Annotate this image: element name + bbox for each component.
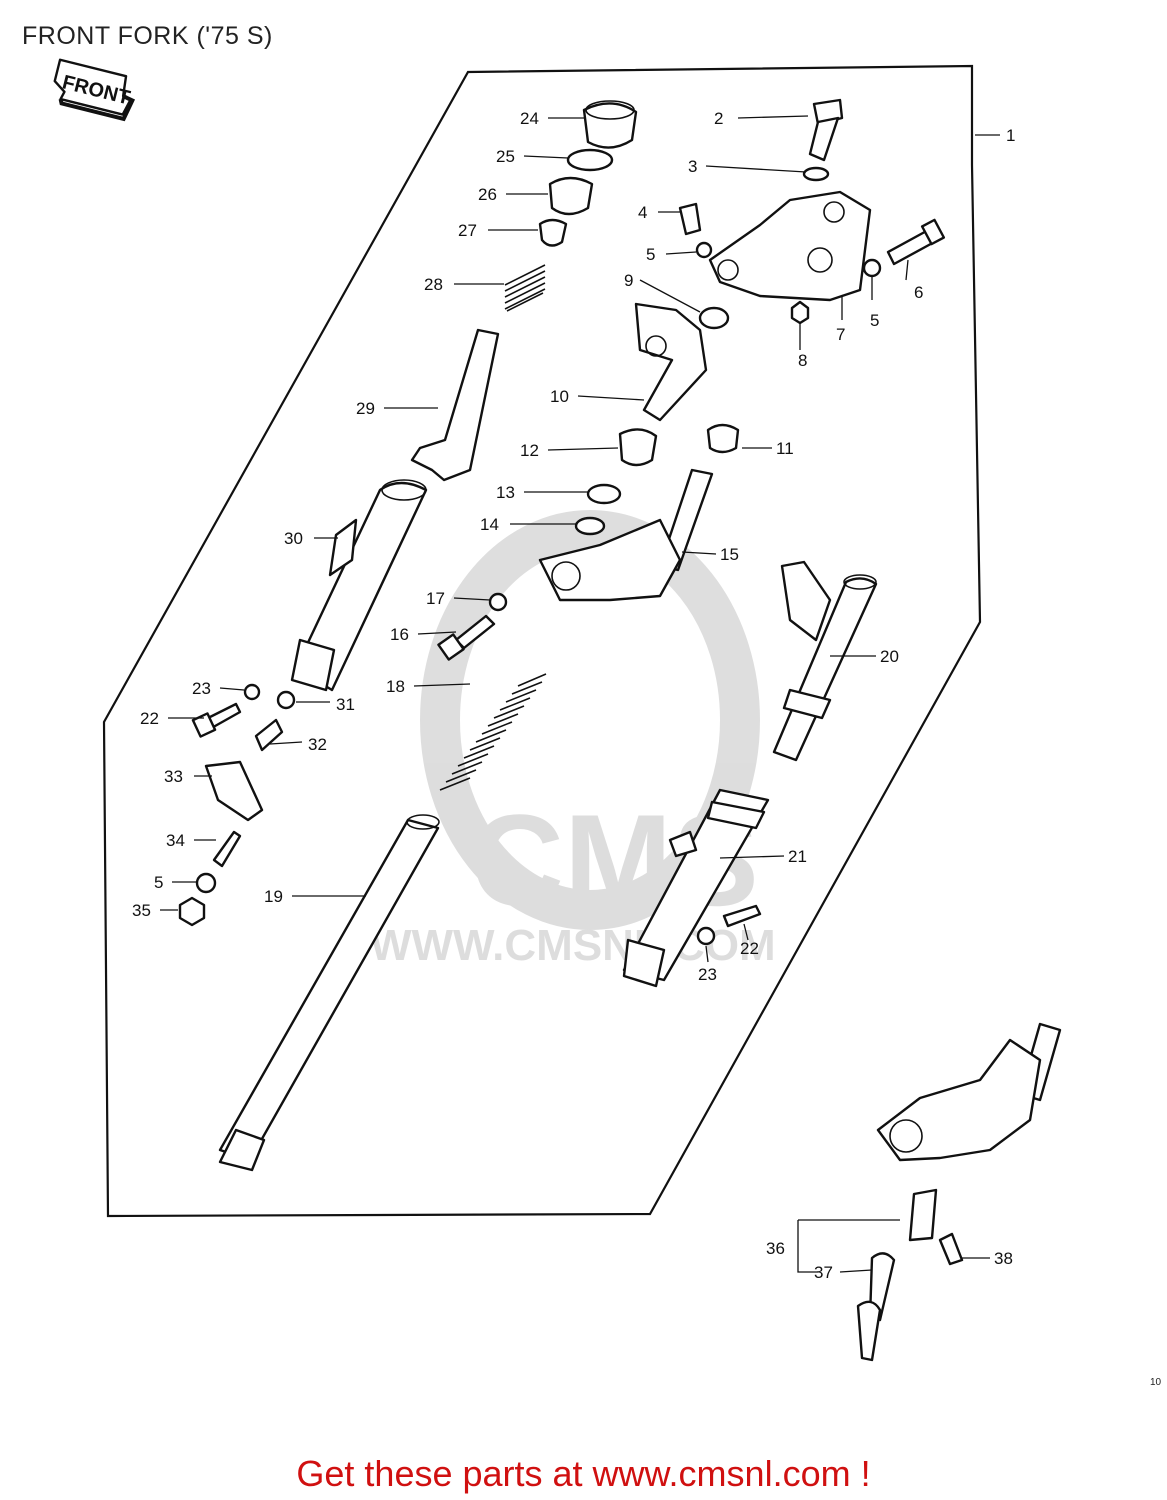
callout-30: 30: [284, 529, 303, 548]
callout-15: 15: [720, 545, 739, 564]
callout-2: 2: [714, 109, 723, 128]
callout-38: 38: [994, 1249, 1013, 1268]
callout-34: 34: [166, 831, 185, 850]
callout-9: 9: [624, 271, 633, 290]
callout-10: 10: [550, 387, 569, 406]
callout-6: 6: [914, 283, 923, 302]
callout-37: 37: [814, 1263, 833, 1282]
callout-32: 32: [308, 735, 327, 754]
inner-tube: [218, 814, 440, 1172]
callout-36: 36: [766, 1239, 785, 1258]
callout-28: 28: [424, 275, 443, 294]
callout-23-right: 23: [698, 965, 717, 984]
diagram-code: 10: [1150, 1377, 1162, 1388]
left-fork-parts: [178, 100, 638, 927]
callout-26: 26: [478, 185, 497, 204]
callout-35: 35: [132, 901, 151, 920]
callout-22-left: 22: [140, 709, 159, 728]
callout-17: 17: [426, 589, 445, 608]
callout-7: 7: [836, 325, 845, 344]
callout-25: 25: [496, 147, 515, 166]
callout-13: 13: [496, 483, 515, 502]
callout-20: 20: [880, 647, 899, 666]
upper-bracket: [437, 98, 946, 661]
callout-11: 11: [776, 439, 794, 458]
right-fork-leg: [622, 560, 878, 988]
callout-29: 29: [356, 399, 375, 418]
callout-14: 14: [480, 515, 499, 534]
steering-lock-assembly: [856, 1022, 1062, 1362]
assembly-outline: [102, 64, 982, 1218]
callout-8: 8: [798, 351, 807, 370]
page-title: FRONT FORK ('75 S): [22, 22, 273, 50]
leader-lines: [160, 115, 1000, 1273]
callout-12: 12: [520, 441, 539, 460]
callout-18: 18: [386, 677, 405, 696]
fork-spring: [439, 673, 547, 791]
callout-23-left: 23: [192, 679, 211, 698]
watermark-url: WWW.CMSNL.COM: [370, 921, 776, 970]
callout-labels: 1 2 3 4 5 5 5 6 7 8 9 10 11 12 13 14 15 …: [132, 109, 1015, 1282]
callout-3: 3: [688, 157, 697, 176]
get-parts-link[interactable]: Get these parts at www.cmsnl.com !: [296, 1453, 871, 1494]
callout-21: 21: [788, 847, 807, 866]
front-badge: FRONT: [53, 58, 136, 122]
callout-1: 1: [1006, 126, 1015, 145]
callout-5-left: 5: [154, 873, 163, 892]
callout-22-right: 22: [740, 939, 759, 958]
callout-16: 16: [390, 625, 409, 644]
callout-5-right: 5: [870, 311, 879, 330]
callout-33: 33: [164, 767, 183, 786]
callout-5-upper: 5: [646, 245, 655, 264]
callout-4: 4: [638, 203, 647, 222]
callout-31: 31: [336, 695, 355, 714]
callout-24: 24: [520, 109, 539, 128]
callout-27: 27: [458, 221, 477, 240]
callout-19: 19: [264, 887, 283, 906]
